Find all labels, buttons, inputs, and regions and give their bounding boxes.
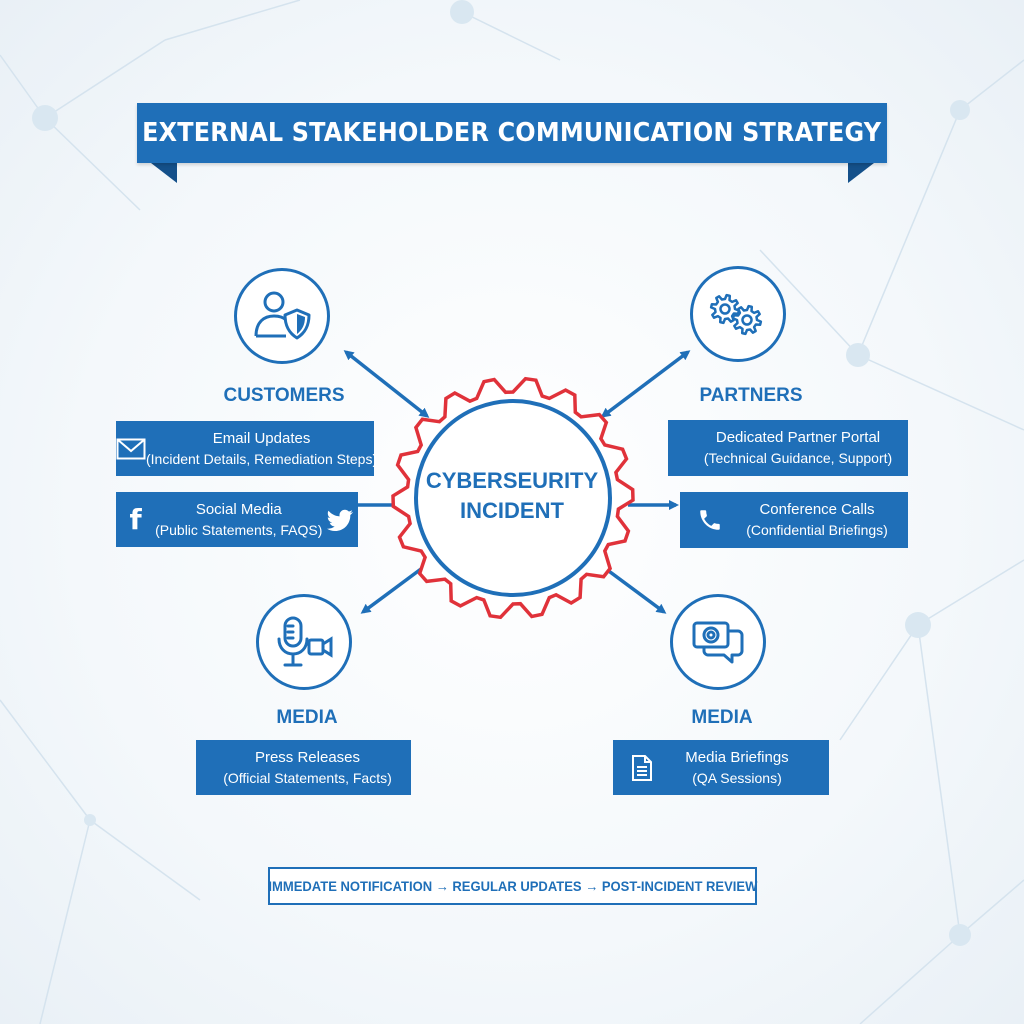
media-right-circle <box>670 594 766 690</box>
center-label: CYBERSEURITY INCIDENT <box>410 466 614 526</box>
customers-heading: CUSTOMERS <box>223 385 345 406</box>
social-media-box: f Social Media (Public Statements, FAQS) <box>116 492 358 547</box>
channel-detail: (Technical Guidance, Support) <box>703 450 893 466</box>
press-releases-box: Press Releases (Official Statements, Fac… <box>196 740 411 795</box>
timeline-text: IMMEDATE NOTIFICATION → REGULAR UPDATES … <box>268 878 757 894</box>
facebook-icon: f <box>129 502 142 536</box>
twitter-icon <box>322 509 358 531</box>
channel-title: Press Releases <box>254 748 361 766</box>
arrow-customers <box>343 350 430 418</box>
conference-calls-box: Conference Calls (Confidential Briefings… <box>680 492 908 548</box>
partners-heading: PARTNERS <box>699 385 803 406</box>
channel-title: Dedicated Partner Portal <box>715 429 881 446</box>
page-title: EXTERNAL STAKEHOLDER COMMUNICATION STRAT… <box>142 118 882 148</box>
arrow-partners <box>600 350 691 418</box>
partners-circle <box>690 266 786 362</box>
media-briefings-box: Media Briefings (QA Sessions) <box>613 740 829 795</box>
camera-chat-icon <box>692 621 744 664</box>
channel-title: Media Briefings <box>685 748 789 766</box>
partner-portal-box: Dedicated Partner Portal (Technical Guid… <box>668 420 908 476</box>
banner-fold-left <box>151 163 177 183</box>
channel-detail: (Incident Details, Remediation Steps) <box>146 450 378 467</box>
arrow-media-right <box>600 564 667 614</box>
email-updates-box: Email Updates (Incident Details, Remedia… <box>116 421 378 476</box>
title-banner: EXTERNAL STAKEHOLDER COMMUNICATION STRAT… <box>137 103 887 163</box>
customers-circle <box>234 268 330 364</box>
user-shield-icon <box>254 291 311 340</box>
microphone-camera-icon <box>277 616 333 667</box>
channel-title: Social Media <box>195 500 282 518</box>
channel-detail: (QA Sessions) <box>692 769 782 786</box>
arrow-media-left <box>360 564 427 614</box>
channel-title: Conference Calls <box>759 501 875 518</box>
channel-title: Email Updates <box>212 429 311 447</box>
media-left-circle <box>256 594 352 690</box>
banner-fold-right <box>848 163 874 183</box>
center-label-line1: CYBERSEURITY <box>425 468 599 493</box>
center-label-line2: INCIDENT <box>460 498 564 523</box>
channel-detail: (Confidential Briefings) <box>746 522 888 538</box>
timeline-footer: IMMEDATE NOTIFICATION → REGULAR UPDATES … <box>268 867 757 905</box>
media-right-heading: MEDIA <box>691 707 753 728</box>
media-left-heading: MEDIA <box>276 707 338 728</box>
envelope-icon <box>116 438 146 460</box>
channel-detail: (Public Statements, FAQS) <box>155 521 323 538</box>
document-icon <box>613 754 671 782</box>
channel-detail: (Official Statements, Facts) <box>223 769 392 786</box>
phone-icon <box>680 507 740 533</box>
gears-icon <box>709 293 763 336</box>
